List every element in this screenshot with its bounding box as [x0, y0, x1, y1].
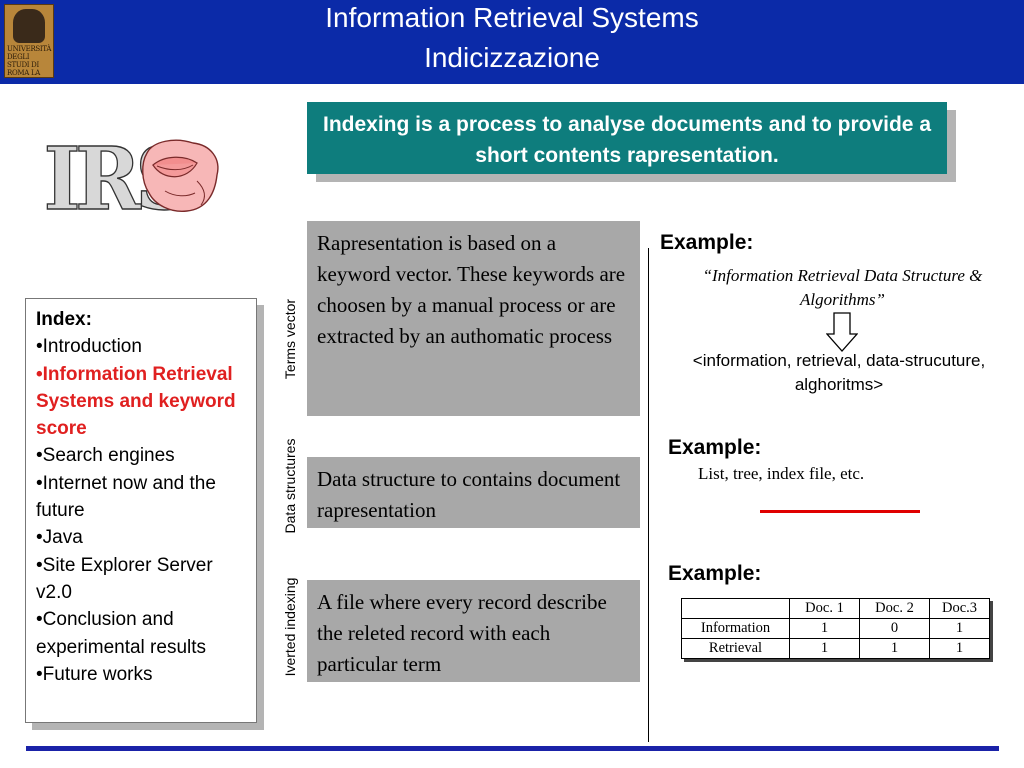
index-item-internet[interactable]: •Internet now and the future: [36, 472, 216, 522]
definition-box: Indexing is a process to analyse documen…: [307, 102, 947, 174]
index-item-conclusion[interactable]: •Conclusion and experimental results: [36, 609, 207, 658]
page-title: Information Retrieval Systems: [325, 2, 699, 33]
index-item-search-engines[interactable]: •Search engines: [36, 445, 175, 467]
section-label-inverted-indexing: Iverted indexing: [282, 577, 298, 677]
seal-figure: [13, 9, 45, 43]
red-accent-line: [760, 510, 920, 513]
index-item-future-works[interactable]: •Future works: [36, 663, 153, 685]
example-2-text: List, tree, index file, etc.: [698, 464, 865, 483]
seal-text: UNIVERSITÀ DEGLI STUDI DI ROMA LA SAPIEN…: [7, 45, 52, 77]
table-cell: Retrieval: [681, 638, 790, 659]
example-1-label: Example:: [660, 231, 754, 254]
table-cell: 1: [929, 638, 990, 659]
table-cell: 1: [789, 618, 860, 639]
index-item-java[interactable]: •Java: [36, 527, 83, 549]
index-item-introduction[interactable]: •Introduction: [36, 336, 142, 358]
lips-icon: [142, 139, 219, 212]
table-header-cell: Doc. 1: [789, 598, 860, 619]
title-bar: UNIVERSITÀ DEGLI STUDI DI ROMA LA SAPIEN…: [0, 0, 1024, 84]
example-3-label: Example:: [668, 562, 762, 585]
table-cell: 1: [789, 638, 860, 659]
example-1-keywords: <information, retrieval, data-strucuture…: [692, 351, 986, 394]
footer-line: [26, 746, 999, 751]
terms-vector-description: Rapresentation is based on a keyword vec…: [307, 221, 640, 416]
index-title: Index:: [36, 309, 92, 330]
table-cell: 0: [859, 618, 930, 639]
term-document-table: Doc. 1 Doc. 2 Doc.3 Information 1 0 1 Re…: [681, 598, 990, 659]
table-row: Information 1 0 1: [681, 618, 990, 639]
table-header-cell: Doc. 2: [859, 598, 930, 619]
index-item-information-retrieval[interactable]: •Information Retrieval Systems and keywo…: [36, 363, 236, 440]
index-item-site-explorer[interactable]: •Site Explorer Server v2.0: [36, 554, 213, 603]
index-panel: Index: •Introduction •Information Retrie…: [25, 298, 257, 723]
vertical-divider: [648, 248, 649, 742]
example-2-label: Example:: [668, 436, 762, 459]
down-arrow-icon: [826, 312, 858, 352]
irs-logo: IRS: [43, 128, 219, 220]
page-subtitle: Indicizzazione: [424, 42, 600, 73]
index-list: •Introduction •Information Retrieval Sys…: [36, 333, 246, 688]
table-cell: Information: [681, 618, 790, 639]
data-structures-description: Data structure to contains document rapr…: [307, 457, 640, 528]
table-header-cell: Doc.3: [929, 598, 990, 619]
table-cell: 1: [929, 618, 990, 639]
table-cell: 1: [859, 638, 930, 659]
inverted-indexing-description: A file where every record describe the r…: [307, 580, 640, 682]
university-seal-logo: UNIVERSITÀ DEGLI STUDI DI ROMA LA SAPIEN…: [4, 4, 54, 78]
table-row: Retrieval 1 1 1: [681, 638, 990, 659]
table-header-row: Doc. 1 Doc. 2 Doc.3: [681, 598, 990, 619]
example-1-quote: “Information Retrieval Data Structure & …: [702, 266, 983, 309]
table-header-cell: [681, 598, 790, 619]
